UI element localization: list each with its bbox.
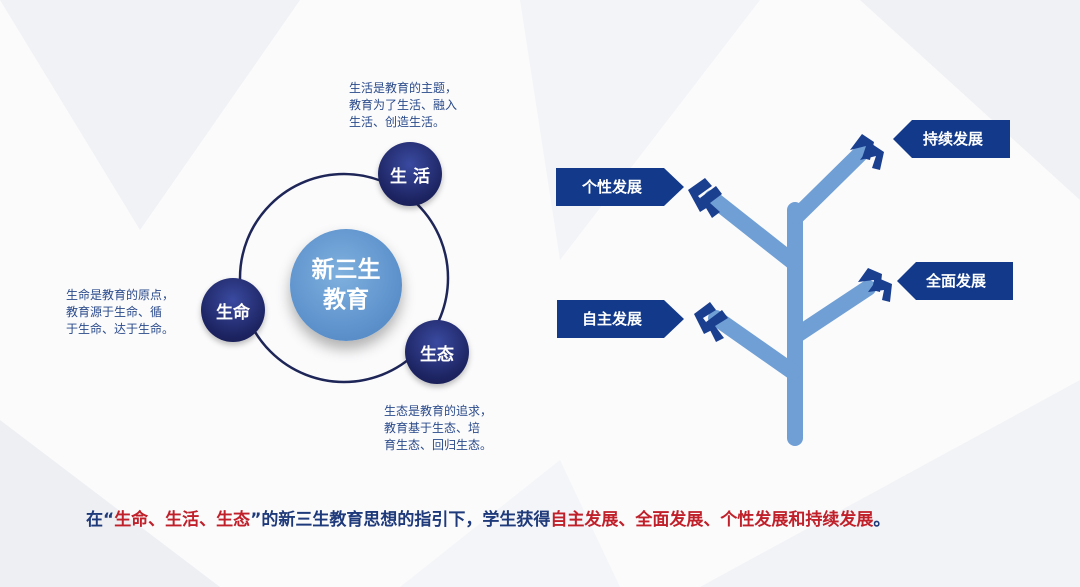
footer-text: ”的新三生教育思想的指引下，学生获得 [250,510,551,530]
note-shengming: 生命是教育的原点， 教育源于生命、循 于生命、达于生命。 [66,287,174,338]
label-quanmian: 全面发展 [925,272,986,290]
footer-text: 在“ [86,510,115,530]
summary-sentence: 在“生命、生活、生态”的新三生教育思想的指引下，学生获得自主发展、全面发展、个性… [86,505,890,530]
note-line: 教育源于生命、循 [66,305,163,319]
node-label: 生态 [420,344,454,365]
node-shengming: 生命 [201,278,265,342]
note-line: 生态是教育的追求， [384,404,493,418]
node-shenghuo: 生 活 [378,142,442,206]
label-zizhu: 自主发展 [582,310,642,328]
note-line: 教育基于生态、培 [384,421,481,435]
note-line: 教育为了生活、融入 [349,98,458,112]
branch-labels [556,120,1013,338]
tree-branches [704,144,876,446]
center-line2: 教育 [323,287,369,313]
label-chixu: 持续发展 [923,130,983,148]
footer-highlight: 生命、生活、生态 [114,510,251,530]
note-line: 生活、创造生活。 [349,115,446,129]
note-line: 育生态、回归生态。 [384,438,493,452]
note-line: 于生命、达于生命。 [66,322,175,336]
note-line: 生命是教育的原点， [66,288,175,302]
node-label: 生命 [216,302,250,323]
node-shengtai: 生态 [405,320,469,384]
node-label: 生 活 [390,166,430,187]
center-circle: 新三生 教育 [290,229,402,341]
note-shengtai: 生态是教育的追求， 教育基于生态、培 育生态、回归生态。 [384,403,492,454]
note-line: 生活是教育的主题， [349,81,458,95]
chevron-icons [688,134,892,342]
footer-highlight: 自主发展、全面发展、个性发展和持续发展 [550,510,874,530]
note-shenghuo: 生活是教育的主题， 教育为了生活、融入 生活、创造生活。 [349,80,457,131]
center-line1: 新三生 [311,257,381,283]
footer-text: 。 [873,510,891,530]
label-gexing: 个性发展 [581,178,642,196]
